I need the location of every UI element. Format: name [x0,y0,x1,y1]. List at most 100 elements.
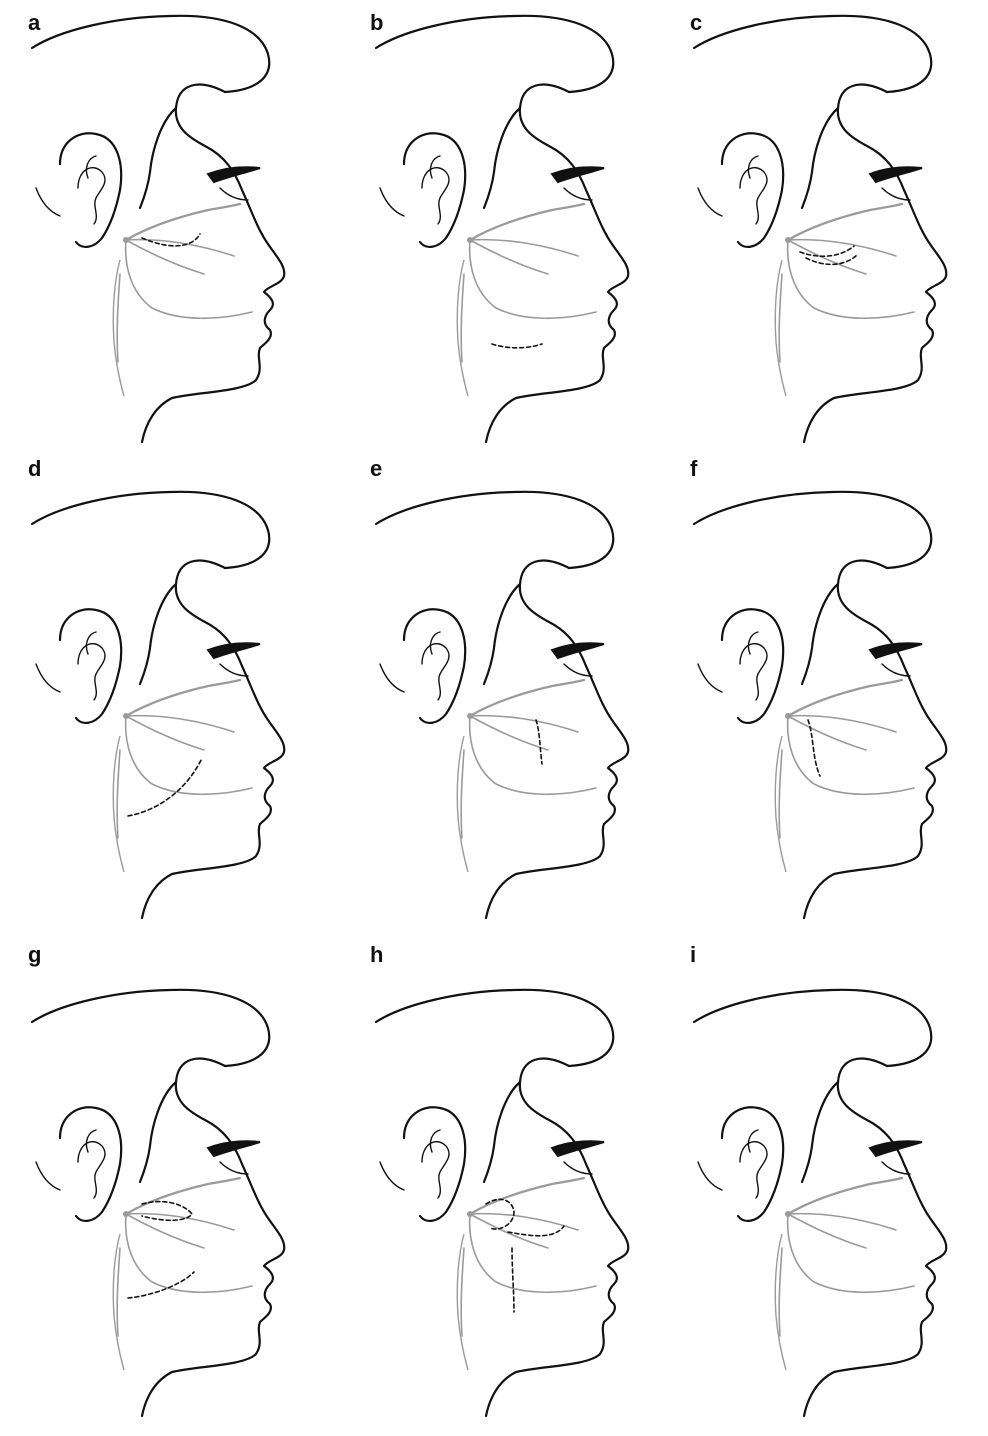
eyebrow [208,1141,260,1156]
variant-connection-dashed [508,1226,564,1236]
face-drawing [20,12,320,462]
eyebrow [870,1141,922,1156]
neck-line [775,260,786,396]
hair-outline [376,16,613,92]
hair-outline [694,990,931,1066]
hair-outline [32,16,269,92]
sideburn-outline [802,584,838,684]
eyebrow [552,167,604,182]
nerve-branch [788,680,902,716]
ear-inner [740,168,767,224]
ear-inner [78,644,105,700]
variant-connection-dashed [536,720,542,764]
ear-inner [740,644,767,700]
neck-line [113,260,124,396]
nerve-branch [470,204,584,240]
nerve-branch [126,1214,252,1292]
hair-outline [694,16,931,92]
ear-outline [722,609,783,723]
nerve-branch [788,1214,914,1292]
panel-b: b [330,0,660,472]
hair-outline [376,990,613,1066]
ear-outline [404,609,465,723]
temple-line [698,188,722,216]
eyebrow [552,1141,604,1156]
nerve-trunk-origin [785,237,791,243]
temple-line [380,1162,404,1190]
nerve-branch [779,1248,782,1336]
nerve-trunk-origin [123,237,129,243]
variant-connection-dashed [492,344,542,348]
ear-outline [404,1107,465,1221]
panel-f: f [658,470,988,942]
nerve-trunk-origin [467,713,473,719]
face-profile-outline [486,1059,628,1416]
temple-line [36,1162,60,1190]
neck-line [457,736,468,872]
face-profile-outline [804,1059,946,1416]
panel-label: f [690,458,697,480]
temple-line [380,664,404,692]
panel-label: e [370,458,382,480]
ear-inner [78,168,105,224]
face-drawing [364,986,664,1436]
nerve-branch [470,1178,584,1214]
face-profile-outline [142,1059,284,1416]
temple-line [36,664,60,692]
nerve-branch [788,240,914,318]
ear-inner [422,644,449,700]
hair-outline [694,492,931,568]
neck-line [457,1234,468,1370]
ear-outline [60,609,121,723]
neck-line [775,1234,786,1370]
nerve-branch [126,1178,240,1214]
nerve-trunk-origin [123,713,129,719]
nerve-branch [117,750,120,838]
hair-outline [32,492,269,568]
face-profile-outline [486,561,628,918]
nerve-branch [470,716,596,794]
ear-outline [722,133,783,247]
panel-a: a [0,0,330,472]
sideburn-outline [484,584,520,684]
eyebrow [870,643,922,658]
eyebrow [208,167,260,182]
sideburn-outline [140,108,176,208]
face-profile-outline [142,85,284,442]
ear-outline [60,1107,121,1221]
face-drawing [364,488,664,938]
nerve-branch [788,1178,902,1214]
ear-outline [60,133,121,247]
nerve-branch [779,750,782,838]
nerve-branch [461,750,464,838]
neck-line [113,736,124,872]
nerve-branch [126,716,252,794]
nerve-branch [470,680,584,716]
nerve-branch [461,274,464,362]
nerve-branch [126,240,252,318]
face-profile-outline [142,561,284,918]
ear-outline [722,1107,783,1221]
face-profile-outline [804,85,946,442]
nerve-branch [788,204,902,240]
face-drawing [364,12,664,462]
ear-outline [404,133,465,247]
neck-line [775,736,786,872]
nerve-branch [788,716,914,794]
panel-e: e [330,470,660,942]
panel-g: g [0,944,330,1416]
hair-outline [32,990,269,1066]
panel-label: h [370,944,383,966]
ear-inner [740,1142,767,1198]
sideburn-outline [140,1082,176,1182]
eyebrow [208,643,260,658]
nerve-branch [470,240,596,318]
nerve-trunk-origin [785,713,791,719]
sideburn-outline [802,1082,838,1182]
nerve-branch [461,1248,464,1336]
face-drawing [682,986,982,1436]
face-profile-outline [486,85,628,442]
panel-c: c [658,0,988,472]
panel-i: i [658,944,988,1416]
